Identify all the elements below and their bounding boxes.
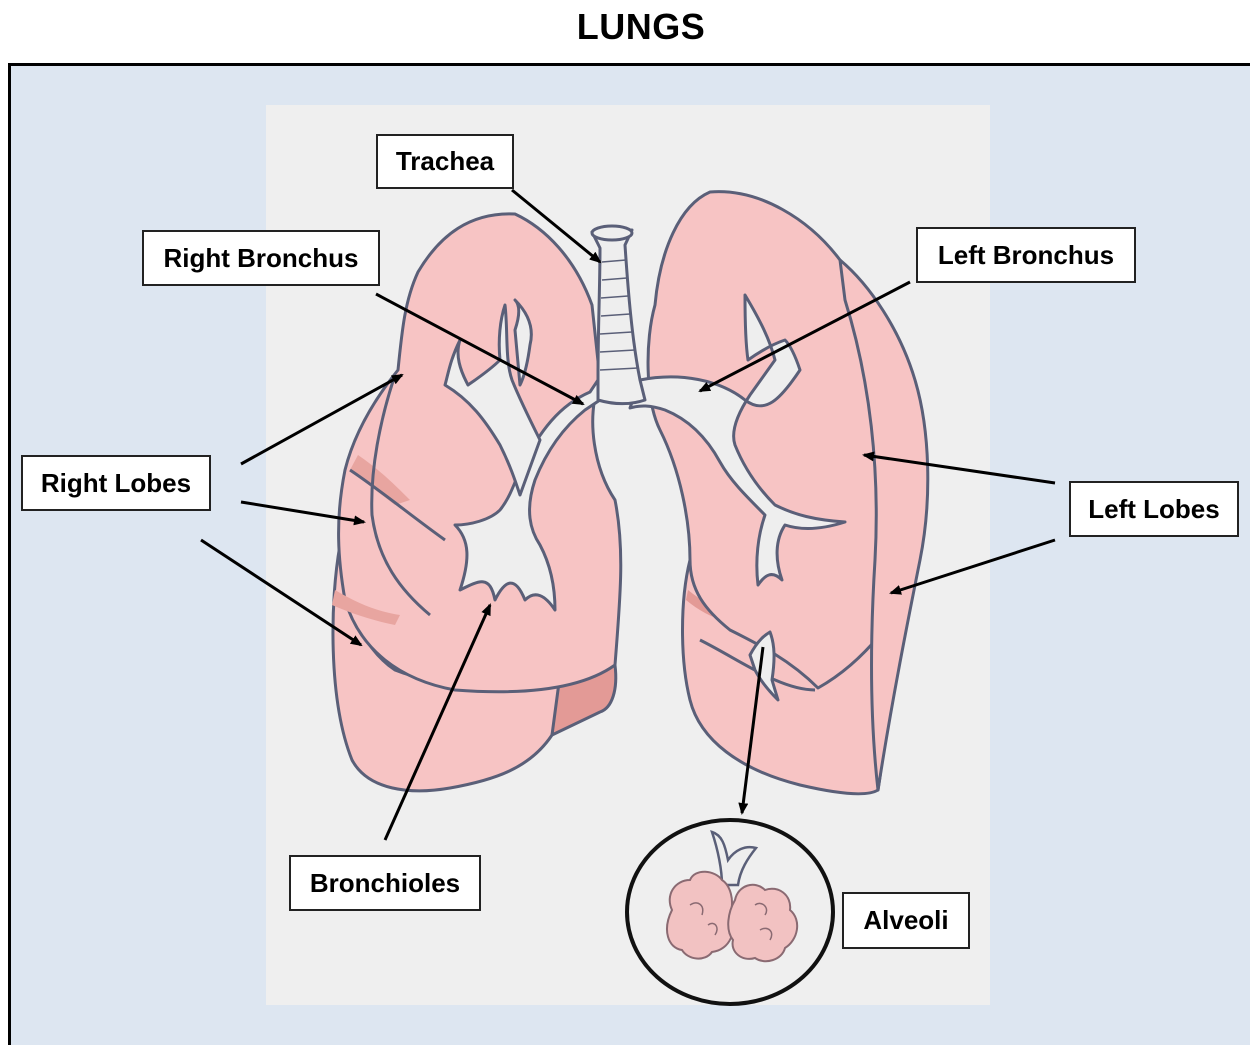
- label-trachea: Trachea: [376, 134, 514, 189]
- alveoli-inset: [627, 820, 833, 1004]
- label-alveoli: Alveoli: [842, 892, 970, 949]
- label-left-bronchus: Left Bronchus: [916, 227, 1136, 283]
- alveoli-cluster-left: [667, 872, 733, 959]
- label-left-lobes: Left Lobes: [1069, 481, 1239, 537]
- label-bronchioles: Bronchioles: [289, 855, 481, 911]
- label-right-lobes: Right Lobes: [21, 455, 211, 511]
- label-right-bronchus: Right Bronchus: [142, 230, 380, 286]
- trachea-top-ring: [592, 226, 632, 240]
